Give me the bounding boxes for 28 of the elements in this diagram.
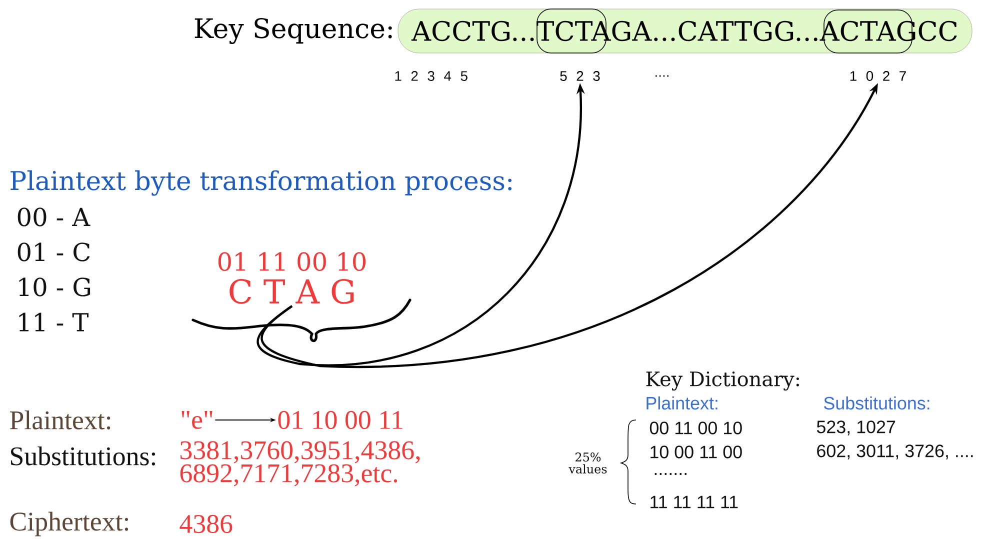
brace-label: 25% values [568,452,607,474]
mapping-text: 11 - T [19,312,88,332]
mapping-text: 00 - A [18,208,90,226]
field-label: Plaintext: [10,410,110,430]
position-number: 1 0 2 7 [850,71,906,81]
mapping-text: 10 - G [19,278,90,296]
ellipsis: .... [656,75,668,77]
table-cell: 00 11 00 10 [650,422,742,434]
mapping-text: 01 - C [18,242,90,262]
value-text: "e" [182,411,212,429]
column-header: Substitutions: [824,396,930,410]
table-cell: 523, 1027 [816,420,896,436]
heading: Plaintext byte transformation process: [10,170,512,196]
value-text: 4386 [180,514,232,534]
field-label: Ciphertext: [10,512,128,536]
code-text: 01 11 00 10 C T A G [218,252,366,304]
field-label: Substitutions: [11,446,156,466]
table-cell: 10 00 11 00 [650,446,742,458]
heading: Key Sequence: [194,18,392,44]
heading: Key Dictionary: [646,371,799,391]
column-header: Plaintext: [646,396,718,410]
value-text: 3381,3760,3951,4386, 6892,7171,7283,etc. [180,441,420,486]
table-cell: 602, 3011, 3726, .... [817,444,973,460]
value-text: 01 10 00 11 [278,410,402,430]
table-cell: 11 11 11 11 [650,496,738,508]
position-number: 5 2 3 [560,71,600,81]
table-cell: ....... [654,473,686,475]
position-numbers: 1 2 3 4 5 [395,71,468,81]
